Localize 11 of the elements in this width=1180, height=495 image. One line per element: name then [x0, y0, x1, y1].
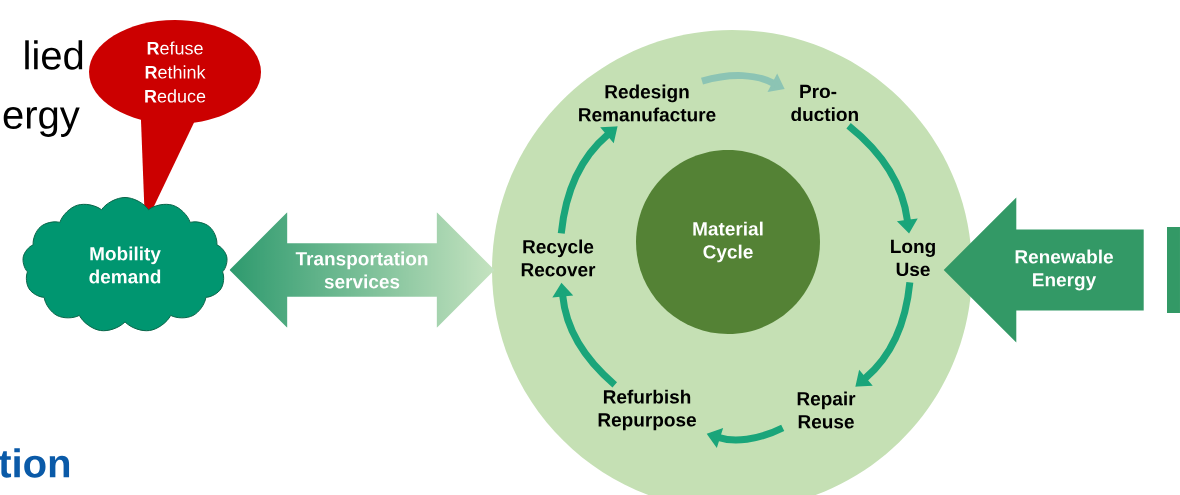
slide-text: ergy [3, 107, 80, 137]
curved-arrow [855, 281, 914, 387]
cloud: Mobility demand [22, 197, 228, 332]
curved-arrow [557, 126, 618, 234]
step-label: Recycle Recover [521, 239, 596, 277]
step-label: Pro- duction [791, 84, 858, 122]
step-label: Redesign Remanufacture [579, 84, 716, 122]
step-label: Long Use [891, 239, 935, 277]
step-label: Repair Reuse [797, 391, 856, 429]
step-label: Refurbish Repurpose [598, 389, 696, 431]
double-block-arrow: Transportation services [295, 251, 428, 289]
